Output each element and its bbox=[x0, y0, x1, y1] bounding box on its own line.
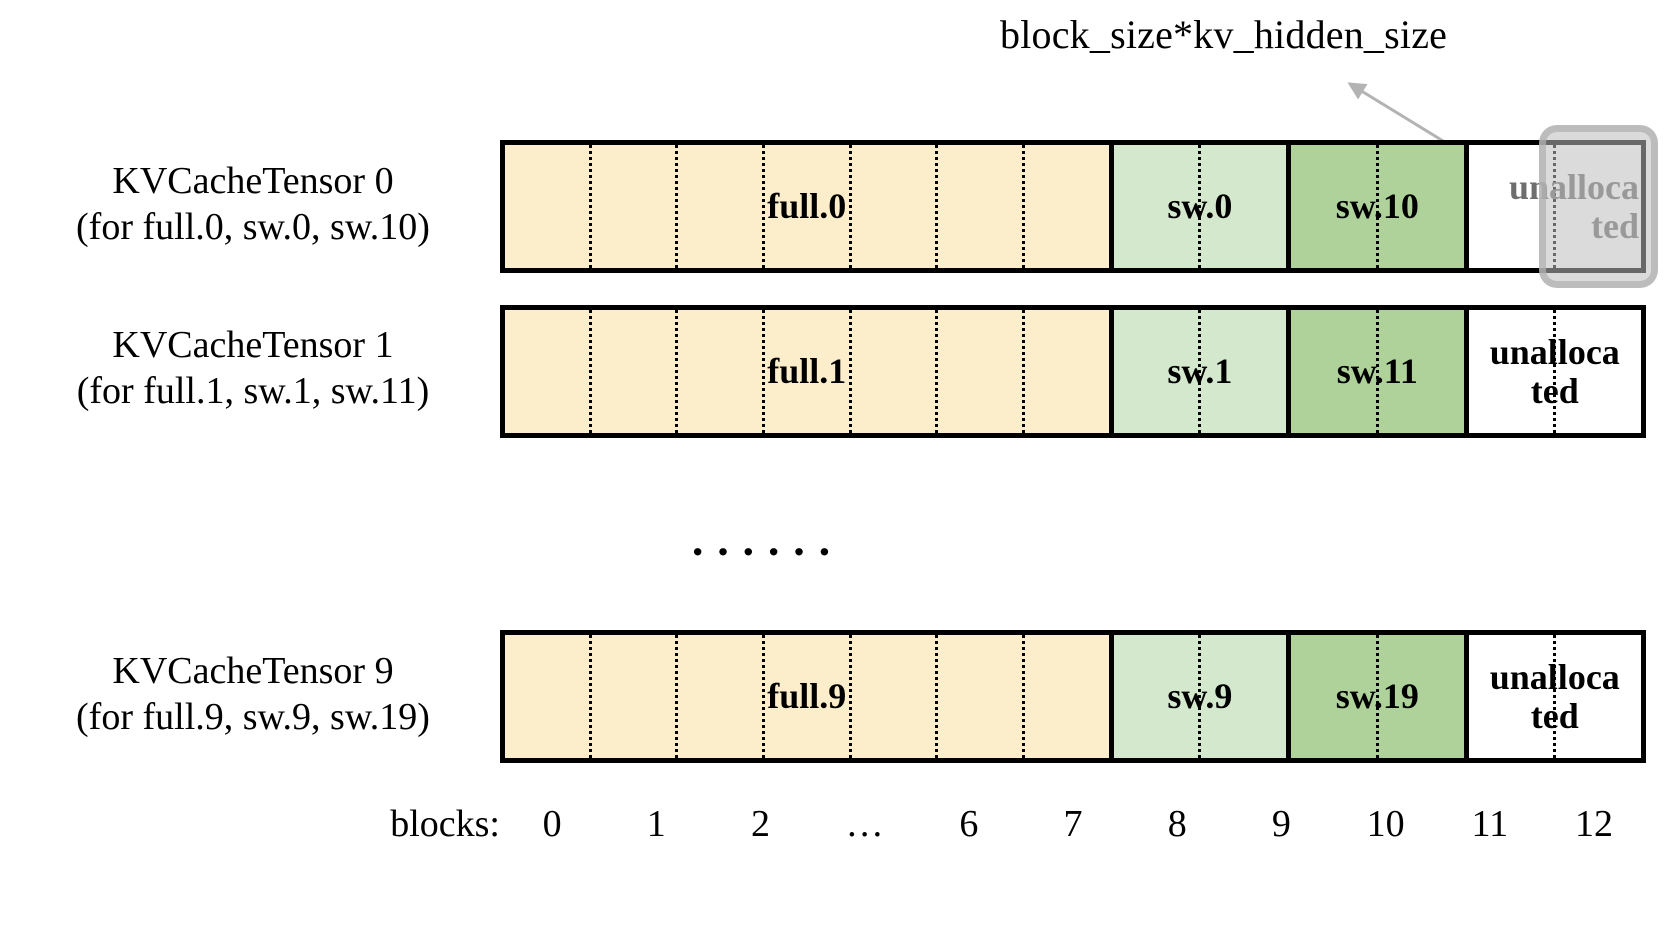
segment-unallocated[interactable]: unalloca ted bbox=[1468, 635, 1642, 758]
segment-unallocated[interactable]: unalloca ted bbox=[1468, 145, 1642, 268]
segment-full-0[interactable]: full.0 bbox=[505, 145, 1114, 268]
kv-cache-tensor-bar[interactable]: full.0 sw.0 sw.10 unalloca ted bbox=[500, 140, 1646, 273]
segment-label: unalloca ted bbox=[1489, 656, 1620, 736]
tensor-row-label-line1: KVCacheTensor 9 bbox=[112, 650, 394, 692]
block-separator-dots bbox=[505, 310, 1109, 433]
block-tick: 10 bbox=[1366, 803, 1405, 845]
segment-sw-9[interactable]: sw.9 bbox=[1113, 635, 1292, 758]
kv-cache-tensor-bar[interactable]: full.1 sw.1 sw.11 unalloca ted bbox=[500, 305, 1646, 438]
block-separator-dots bbox=[1114, 145, 1286, 268]
segment-full-1[interactable]: full.1 bbox=[505, 310, 1114, 433]
segment-label: sw.1 bbox=[1167, 351, 1233, 392]
block-tick: 9 bbox=[1271, 803, 1291, 845]
tensor-row-label-line1: KVCacheTensor 1 bbox=[112, 324, 394, 366]
segment-full-9[interactable]: full.9 bbox=[505, 635, 1114, 758]
segment-sw-19[interactable]: sw.19 bbox=[1291, 635, 1469, 758]
block-separator-dots bbox=[1469, 635, 1641, 758]
block-separator-dots bbox=[1469, 145, 1641, 268]
block-tick: 2 bbox=[750, 803, 770, 845]
annotation-label: block_size*kv_hidden_size bbox=[1000, 12, 1448, 57]
tensor-row-label: KVCacheTensor 0(for full.0, sw.0, sw.10) bbox=[18, 158, 488, 251]
block-tick: 8 bbox=[1167, 803, 1187, 845]
segment-sw-1[interactable]: sw.1 bbox=[1113, 310, 1292, 433]
block-separator-dots bbox=[1469, 310, 1641, 433]
block-separator-dots bbox=[505, 635, 1109, 758]
segment-label: sw.11 bbox=[1336, 351, 1418, 392]
tensor-row-label-line1: KVCacheTensor 0 bbox=[112, 160, 394, 202]
annotation-arrow-icon bbox=[1347, 82, 1449, 146]
tensor-row-label: KVCacheTensor 1(for full.1, sw.1, sw.11) bbox=[18, 322, 488, 415]
tensor-row-label-line2: (for full.9, sw.9, sw.19) bbox=[76, 696, 430, 739]
segment-label: sw.0 bbox=[1167, 186, 1233, 227]
segment-label: full.9 bbox=[767, 676, 847, 717]
block-separator-dots bbox=[1291, 145, 1463, 268]
segment-sw-11[interactable]: sw.11 bbox=[1291, 310, 1469, 433]
segment-unallocated[interactable]: unalloca ted bbox=[1468, 310, 1642, 433]
block-tick: 0 bbox=[542, 803, 562, 845]
segment-label: sw.19 bbox=[1335, 676, 1419, 717]
segment-sw-0[interactable]: sw.0 bbox=[1113, 145, 1292, 268]
block-tick: … bbox=[845, 803, 884, 845]
block-tick: 6 bbox=[959, 803, 979, 845]
kv-cache-tensor-bar[interactable]: full.9 sw.9 sw.19 unalloca ted bbox=[500, 630, 1646, 763]
segment-label: unalloca ted bbox=[1508, 166, 1640, 246]
block-separator-dots bbox=[1291, 635, 1463, 758]
block-separator-dots bbox=[1291, 310, 1463, 433]
block-axis-title: blocks: bbox=[390, 803, 500, 845]
segment-label: sw.10 bbox=[1335, 186, 1419, 227]
rows-ellipsis: ······ bbox=[690, 526, 843, 577]
segment-label: sw.9 bbox=[1167, 676, 1233, 717]
block-separator-dots bbox=[1114, 310, 1286, 433]
segment-label: full.1 bbox=[767, 351, 847, 392]
segment-sw-10[interactable]: sw.10 bbox=[1291, 145, 1469, 268]
segment-label: unalloca ted bbox=[1489, 331, 1620, 411]
tensor-row-label-line2: (for full.1, sw.1, sw.11) bbox=[76, 370, 430, 413]
block-tick: 11 bbox=[1471, 803, 1509, 845]
block-tick: 7 bbox=[1063, 803, 1083, 845]
block-tick: 12 bbox=[1574, 803, 1613, 845]
tensor-row-label-line2: (for full.0, sw.0, sw.10) bbox=[76, 206, 430, 249]
block-separator-dots bbox=[1114, 635, 1286, 758]
segment-label: full.0 bbox=[767, 186, 847, 227]
block-separator-dots bbox=[505, 145, 1109, 268]
tensor-row-label: KVCacheTensor 9(for full.9, sw.9, sw.19) bbox=[18, 648, 488, 741]
block-tick: 1 bbox=[646, 803, 666, 845]
